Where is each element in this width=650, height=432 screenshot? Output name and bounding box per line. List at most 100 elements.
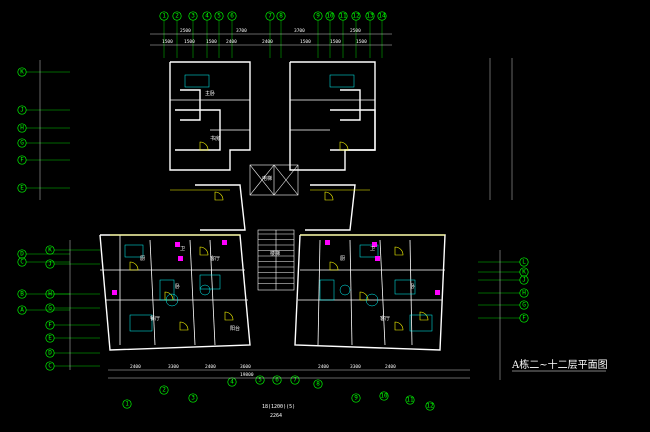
svg-text:6: 6 (230, 13, 234, 20)
wall-outline (169, 61, 251, 171)
bottom-note-2: 2264 (270, 413, 282, 419)
furniture-item (359, 244, 379, 258)
svg-text:11: 11 (339, 13, 347, 20)
top-axis-bubble: 6 (227, 11, 237, 21)
svg-text:K: K (522, 269, 526, 276)
room-label: 卧 (175, 283, 180, 290)
room-label: 餐厅 (150, 315, 160, 322)
bottom-dim-text: 2400 (385, 364, 396, 370)
sanitary-fixture (325, 240, 330, 245)
top-axis-bubble: 1 (159, 11, 169, 21)
bottom-axis-bubble: 8 (313, 379, 323, 389)
svg-text:A: A (20, 307, 24, 314)
left-axis-bubble: G (17, 138, 27, 148)
room-label: 客厅 (380, 315, 390, 322)
bottom-dim-text: 2400 (205, 364, 216, 370)
door-swing-arc (199, 141, 209, 151)
top-axis-bubble: 12 (351, 11, 361, 21)
door-swings (110, 141, 445, 331)
sanitary-fixture (112, 290, 117, 295)
left-axis-bubble: C (17, 257, 27, 267)
svg-text:E: E (48, 335, 52, 342)
room-label: 厨 (140, 256, 145, 262)
bottom-axis-bubble: 5 (255, 375, 265, 385)
left-axis-bubble: F (17, 155, 27, 165)
partition-wall (379, 239, 386, 346)
svg-text:7: 7 (268, 13, 272, 20)
door-swing-arc (324, 191, 334, 201)
round-table (199, 284, 211, 296)
sanitary-fixture (375, 256, 380, 261)
bottom-axis-bubble: 1 (122, 399, 132, 409)
bottom-note-1: 18(1200)(5) (262, 404, 295, 410)
sanitary-fixture (435, 290, 440, 295)
door-swing-arc (214, 191, 224, 201)
building-walls (99, 61, 446, 351)
door-swing-arc (394, 321, 404, 331)
top-dim-text-row2: 1500 (356, 39, 367, 45)
room-label: 厨 (340, 256, 345, 262)
round-table (365, 293, 379, 307)
wall-outline (294, 234, 446, 351)
left-axis-bubble: K (17, 67, 27, 77)
bottom-notes: 18(1200)(5) 2264 (262, 404, 295, 419)
left-axis-bubble-lower: F (45, 320, 55, 330)
svg-text:B: B (20, 291, 24, 298)
svg-text:13: 13 (366, 13, 374, 20)
svg-text:F: F (48, 322, 52, 329)
bottom-axis-bubble: 7 (290, 375, 300, 385)
top-dim-text-row1: 3700 (294, 28, 305, 34)
bottom-dim-text: 2400 (318, 364, 329, 370)
furniture-item (129, 314, 153, 332)
wall-outline (195, 184, 246, 231)
bottom-dim-text: 19800 (240, 372, 254, 378)
svg-text:1: 1 (125, 401, 129, 408)
door-swing-arc (359, 291, 369, 301)
lift-cross (273, 164, 299, 196)
room-label: 客厅 (210, 255, 220, 262)
top-axis-bubble: 7 (265, 11, 275, 21)
wall-outline (180, 89, 201, 121)
bottom-axis-bubble: 3 (188, 393, 198, 403)
right-axis-bubble: G (519, 300, 529, 310)
top-axis-bubble: 14 (377, 11, 387, 21)
svg-text:C: C (48, 363, 52, 370)
stair-lift-core (249, 164, 299, 291)
top-dim-text-row1: 2500 (350, 28, 361, 34)
right-axis-bubble: F (519, 313, 529, 323)
partition-wall (409, 239, 413, 346)
furniture-item (159, 279, 175, 301)
svg-text:K: K (20, 69, 24, 76)
furniture-item (409, 314, 433, 332)
top-dim-text-row2: 2400 (262, 39, 273, 45)
partition-wall (317, 239, 321, 346)
room-label: 主卧 (205, 90, 215, 97)
svg-text:9: 9 (354, 395, 358, 402)
svg-text:8: 8 (316, 381, 320, 388)
svg-text:D: D (48, 350, 52, 357)
door-swing-arc (199, 246, 209, 256)
top-dim-text-row2: 2400 (226, 39, 237, 45)
sanitary-fixtures (112, 240, 440, 295)
round-table (165, 293, 179, 307)
left-axis-bubble-lower: E (45, 333, 55, 343)
furniture-item (199, 274, 221, 290)
svg-text:E: E (20, 185, 24, 192)
svg-text:11: 11 (406, 397, 414, 404)
bottom-dim-text: 3300 (168, 364, 179, 370)
door-swing-arc (339, 141, 349, 151)
door-swing-arc (179, 321, 189, 331)
bottom-axis-bubble: 6 (272, 375, 282, 385)
svg-text:9: 9 (316, 13, 320, 20)
top-dim-text-row1: 3700 (236, 28, 247, 34)
bottom-axis-bubble: 4 (227, 377, 237, 387)
room-label: 书房 (210, 135, 220, 142)
top-dim-text-row2: 1500 (330, 39, 341, 45)
